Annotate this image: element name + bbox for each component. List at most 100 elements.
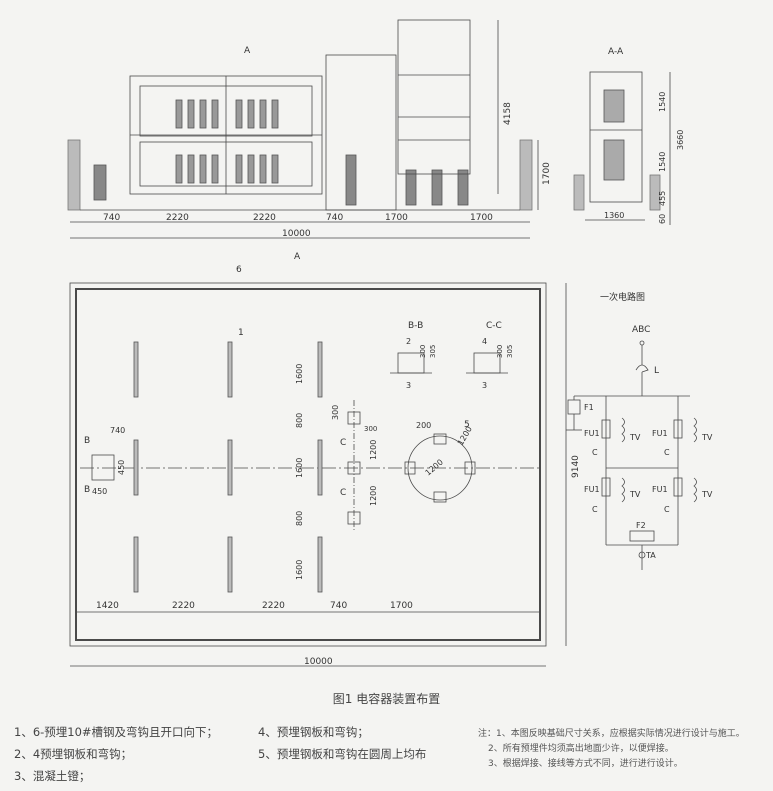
bb-dim-2: 305 [429,345,437,358]
circuit-c-1: C [592,448,598,457]
center-dim-2: 300 [364,425,377,433]
ground-block-left [67,139,81,211]
elev-total: 10000 [282,229,311,239]
circuit-fu-2: FU1 [652,429,668,438]
bb-top-label: 2 [406,337,411,346]
bb-dim-1: 300 [419,345,427,358]
plan-seg-4: 740 [330,601,347,611]
elev-side-height: 1700 [542,162,552,185]
circuit-tv-2: TV [701,433,713,442]
section-mark-b-top: B [84,436,90,446]
section-mark-bottom: A [294,252,301,262]
aa-dim-4: 60 [658,214,667,224]
plan-left-dim-3: 450 [92,487,107,496]
plan-total: 10000 [304,657,333,667]
circuit-f2: F2 [636,521,646,530]
note-2: 2、所有预埋件均须高出地面少许，以便焊接。 [488,744,674,754]
plan-outer-frame [69,282,547,647]
figure-caption: 图1 电容器装置布置 [332,692,441,706]
cc-bottom-label: 3 [482,381,487,390]
cc-top-label: 4 [482,337,487,346]
section-aa-title: A-A [608,47,624,57]
rail-dim-4: 800 [295,511,304,526]
legend-item-2: 2、4预埋钢板和弯钩； [14,747,133,761]
elev-seg-4: 740 [326,213,343,223]
circuit-fu-4: FU1 [652,485,668,494]
center-dim-4: 1200 [369,486,378,506]
circuit-tv-4: TV [701,490,713,499]
aa-dim-2: 1540 [658,152,667,172]
circular-foundation [407,435,473,501]
plan-callout-6: 6 [236,265,242,275]
rail-dim-2: 800 [295,413,304,428]
section-bb-title: B-B [408,321,423,331]
legend-item-5: 5、预埋钢板和弯钩在圆周上均布 [258,747,427,761]
bb-bottom-label: 3 [406,381,411,390]
aa-dim-1: 1540 [658,92,667,112]
elev-top-height: 4158 [503,102,513,125]
circle-dim-3: 1200 [456,425,474,447]
pad-b [91,454,115,481]
capacitor-cans [175,99,279,184]
channel-rails [133,341,323,593]
plan-callout-1: 1 [238,328,244,338]
center-dim-3: 1200 [369,440,378,460]
plan-height: 9140 [571,455,581,478]
circuit-tv-3: TV [629,490,641,499]
aa-width: 1360 [604,211,624,220]
aa-dim-3: 455 [658,191,667,206]
elev-seg-2: 2220 [166,213,189,223]
reactor-stack [325,54,397,211]
elev-seg-1: 740 [103,213,120,223]
circuit-title: 一次电路图 [600,291,645,303]
legend-item-1: 1、6-预埋10#槽钢及弯钩且开口向下； [14,725,219,739]
cc-dim-2: 305 [506,345,514,358]
rail-dim-1: 1600 [295,364,304,384]
plan-view [69,282,567,667]
legend-item-3: 3、混凝土镫； [14,769,91,783]
circuit-c-4: C [664,505,670,514]
circuit-ta: TA [645,551,656,560]
section-mark-top: A [244,46,251,56]
circle-dim-1: 200 [416,421,431,430]
capacitor-layout-drawing: 4158 1700 740 2220 2220 740 1700 1700 10… [67,19,713,667]
circuit-tv-1: TV [629,433,641,442]
elevation-view [67,19,539,239]
elev-seg-5: 1700 [385,213,408,223]
section-bb-view [390,352,432,374]
section-cc-view [466,352,508,374]
circuit-arrester: F1 [584,403,594,412]
note-1: 注：1、本图反映基础尺寸关系，应根据实际情况进行设计与施工。 [478,729,745,739]
elev-seg-3: 2220 [253,213,276,223]
plan-seg-3: 2220 [262,601,285,611]
plan-left-dim-1: 740 [110,426,125,435]
section-mark-c-top: C [340,438,346,448]
circuit-fu-1: FU1 [584,429,600,438]
aa-total-height: 3660 [676,130,685,150]
plan-callout-5: 5 [464,420,470,430]
center-dim-1: 300 [331,405,340,420]
section-cc-title: C-C [486,321,502,331]
insulators [93,154,469,206]
plan-seg-2: 2220 [172,601,195,611]
circuit-diagram [566,340,697,570]
legend-item-4: 4、预埋钢板和弯钩； [258,725,369,739]
circuit-c-2: C [664,448,670,457]
cc-dim-1: 300 [496,345,504,358]
rail-dim-5: 1600 [295,560,304,580]
rail-dim-3: 1600 [295,458,304,478]
plan-left-dim-2: 450 [117,460,126,475]
section-mark-c-bottom: C [340,488,346,498]
circuit-source: ABC [632,325,650,335]
plan-seg-5: 1700 [390,601,413,611]
circle-dim-2: 1200 [424,458,445,478]
circuit-fu-3: FU1 [584,485,600,494]
circuit-c-3: C [592,505,598,514]
elev-seg-6: 1700 [470,213,493,223]
circuit-reactor: L [654,366,659,376]
section-mark-b-bottom: B [84,485,90,495]
plan-seg-1: 1420 [96,601,119,611]
ground-block-right [519,139,533,211]
note-3: 3、根据焊接、接线等方式不同，进行进行设计。 [488,759,683,769]
section-aa-view [573,71,671,225]
